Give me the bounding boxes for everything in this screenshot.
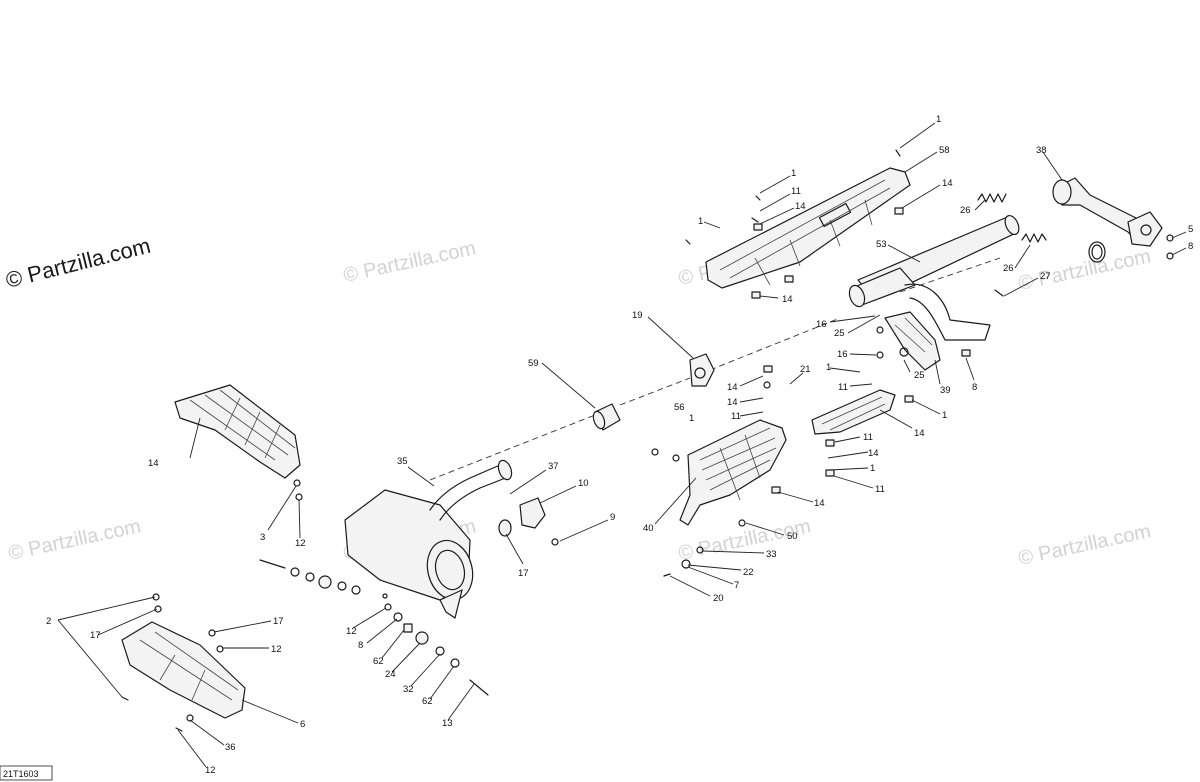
callout: 12 (205, 765, 216, 776)
gasket-ring (1088, 241, 1106, 263)
leader-lines (57, 122, 1187, 768)
upper-heat-shield (705, 167, 911, 289)
callout: 39 (940, 385, 951, 396)
callout: 13 (442, 718, 453, 729)
drawing-code: 21T1603 (0, 765, 53, 781)
pin (994, 289, 1004, 297)
callout: 19 (632, 310, 643, 321)
callout: 14 (727, 382, 738, 393)
fasteners (121, 149, 1174, 732)
drawing-code-label: 21T1603 (3, 769, 39, 779)
callout: 32 (403, 684, 414, 695)
callout: 59 (528, 358, 539, 369)
muffler (344, 459, 513, 619)
callout: 36 (225, 742, 236, 753)
callout: 9 (610, 512, 615, 523)
heat-shield-bracket (811, 389, 896, 435)
callout: 38 (1036, 145, 1047, 156)
callout: 1 (689, 413, 694, 424)
callout: 37 (548, 461, 559, 472)
callout: 16 (816, 319, 827, 330)
center-pipe (848, 214, 1020, 341)
callout: 14 (942, 178, 953, 189)
callout: 56 (674, 402, 685, 413)
lower-muffler-heat-shield (121, 621, 246, 719)
callout: 14 (914, 428, 925, 439)
callout-numbers: 1 58 38 1 11 14 14 1 26 5 8 53 26 27 14 … (46, 114, 1193, 776)
callout: 12 (271, 644, 282, 655)
callout: 1 (791, 168, 796, 179)
callout: 1 (936, 114, 941, 125)
callout: 12 (346, 626, 357, 637)
callout: 20 (713, 593, 724, 604)
callout: 3 (260, 532, 265, 543)
callout: 1 (826, 362, 831, 373)
callout: 22 (743, 567, 754, 578)
callout: 14 (795, 201, 806, 212)
callout: 25 (914, 370, 925, 381)
callout: 8 (972, 382, 977, 393)
watermark: © Partzilla.com (1016, 520, 1152, 570)
callout: 17 (273, 616, 284, 627)
callout: 35 (397, 456, 408, 467)
watermark: © Partzilla.com (1016, 245, 1152, 295)
callout: 62 (373, 656, 384, 667)
callout: 24 (385, 669, 396, 680)
watermark: © Partzilla.com (341, 237, 477, 287)
watermark: © Partzilla.com (6, 515, 142, 565)
callout: 33 (766, 549, 777, 560)
watermark-primary: © Partzilla.com (3, 233, 153, 293)
callout: 58 (939, 145, 950, 156)
callout: 27 (1040, 271, 1051, 282)
callout: 1 (698, 216, 703, 227)
callout: 17 (518, 568, 529, 579)
callout: 25 (834, 328, 845, 339)
springs (977, 193, 1047, 243)
callout: 1 (942, 410, 947, 421)
callout: 40 (643, 523, 654, 534)
callout: 11 (791, 186, 801, 197)
mid-heat-shield (884, 311, 941, 371)
callout: 10 (578, 478, 589, 489)
callout: 6 (300, 719, 305, 730)
lower-heat-shield (679, 419, 787, 526)
callout: 53 (876, 239, 887, 250)
callout: 5 (1188, 224, 1193, 235)
callout: 14 (782, 294, 793, 305)
callout: 7 (734, 580, 739, 591)
callout: 21 (800, 364, 811, 375)
callout: 14 (868, 448, 879, 459)
callout: 26 (1003, 263, 1014, 274)
callout: 12 (295, 538, 306, 549)
upper-muffler-heat-shield (174, 384, 301, 479)
front-pipe (1052, 177, 1163, 247)
exhaust-clamp (689, 353, 715, 387)
callout: 50 (787, 531, 798, 542)
callout: 11 (731, 411, 741, 422)
callout: 26 (960, 205, 971, 216)
coupling-sleeve (592, 403, 621, 431)
callout: 2 (46, 616, 51, 627)
callout: 14 (727, 397, 738, 408)
muffler-hanger (498, 497, 546, 537)
callout: 11 (875, 484, 885, 495)
callout: 62 (422, 696, 433, 707)
callout: 11 (838, 382, 848, 393)
callout: 14 (148, 458, 159, 469)
callout: 17 (90, 630, 101, 641)
callout: 11 (863, 432, 873, 443)
callout: 8 (358, 640, 363, 651)
callout: 16 (837, 349, 848, 360)
callout: 14 (814, 498, 825, 509)
callout: 8 (1188, 241, 1193, 252)
callout: 1 (870, 463, 875, 474)
